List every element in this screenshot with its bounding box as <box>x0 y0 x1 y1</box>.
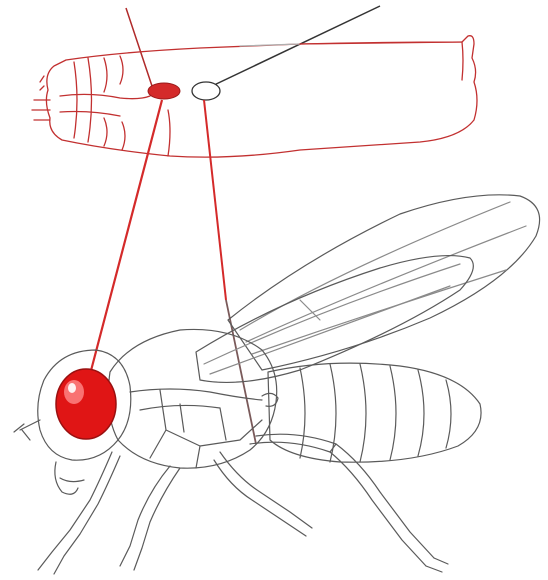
connector-leg-upper <box>204 100 226 300</box>
leg-imaginal-disc <box>192 82 220 100</box>
proboscis <box>55 462 78 494</box>
compound-eye <box>56 369 116 439</box>
haltere <box>262 393 278 406</box>
antenna <box>14 420 40 440</box>
thorax-plate <box>130 389 262 400</box>
larva-segment <box>104 58 107 92</box>
abdomen-segment <box>390 366 396 460</box>
larva-gut <box>60 112 120 117</box>
larva-segment <box>122 122 125 150</box>
wing-vein <box>246 226 526 342</box>
hind-leg <box>250 442 426 566</box>
abdomen-segment <box>418 370 424 456</box>
front-leg <box>38 452 112 570</box>
larva-segment <box>88 58 92 142</box>
abdomen <box>268 363 481 462</box>
thorax-plate <box>180 404 184 432</box>
mouthpart <box>60 478 84 482</box>
eye-imaginal-disc <box>148 83 180 99</box>
thorax-plate <box>150 430 166 458</box>
mid-leg-2 <box>214 460 306 536</box>
compound-eye-shine <box>68 383 76 393</box>
larva-tail-detail <box>462 42 463 80</box>
thorax-plate <box>196 446 200 468</box>
wing-vein <box>210 286 450 374</box>
connector-leg-lower <box>226 300 256 444</box>
thorax-plate <box>220 408 226 440</box>
larva <box>32 36 477 157</box>
larva-head-tip <box>40 76 44 90</box>
wing-vein <box>240 202 510 330</box>
pointer-line-eye-disc <box>126 8 152 86</box>
mid-leg-2 <box>220 452 312 528</box>
hind-leg-tip <box>426 558 448 572</box>
larva-segment <box>168 110 170 156</box>
larva-segment <box>74 62 77 138</box>
mid-leg <box>120 466 170 566</box>
larva-segment <box>104 118 107 146</box>
front-leg <box>54 456 120 574</box>
larva-gut <box>60 94 150 98</box>
hind-leg <box>256 434 434 558</box>
abdomen-segment <box>360 364 366 462</box>
larva-segment <box>120 56 123 84</box>
abdomen-segment <box>446 380 451 448</box>
